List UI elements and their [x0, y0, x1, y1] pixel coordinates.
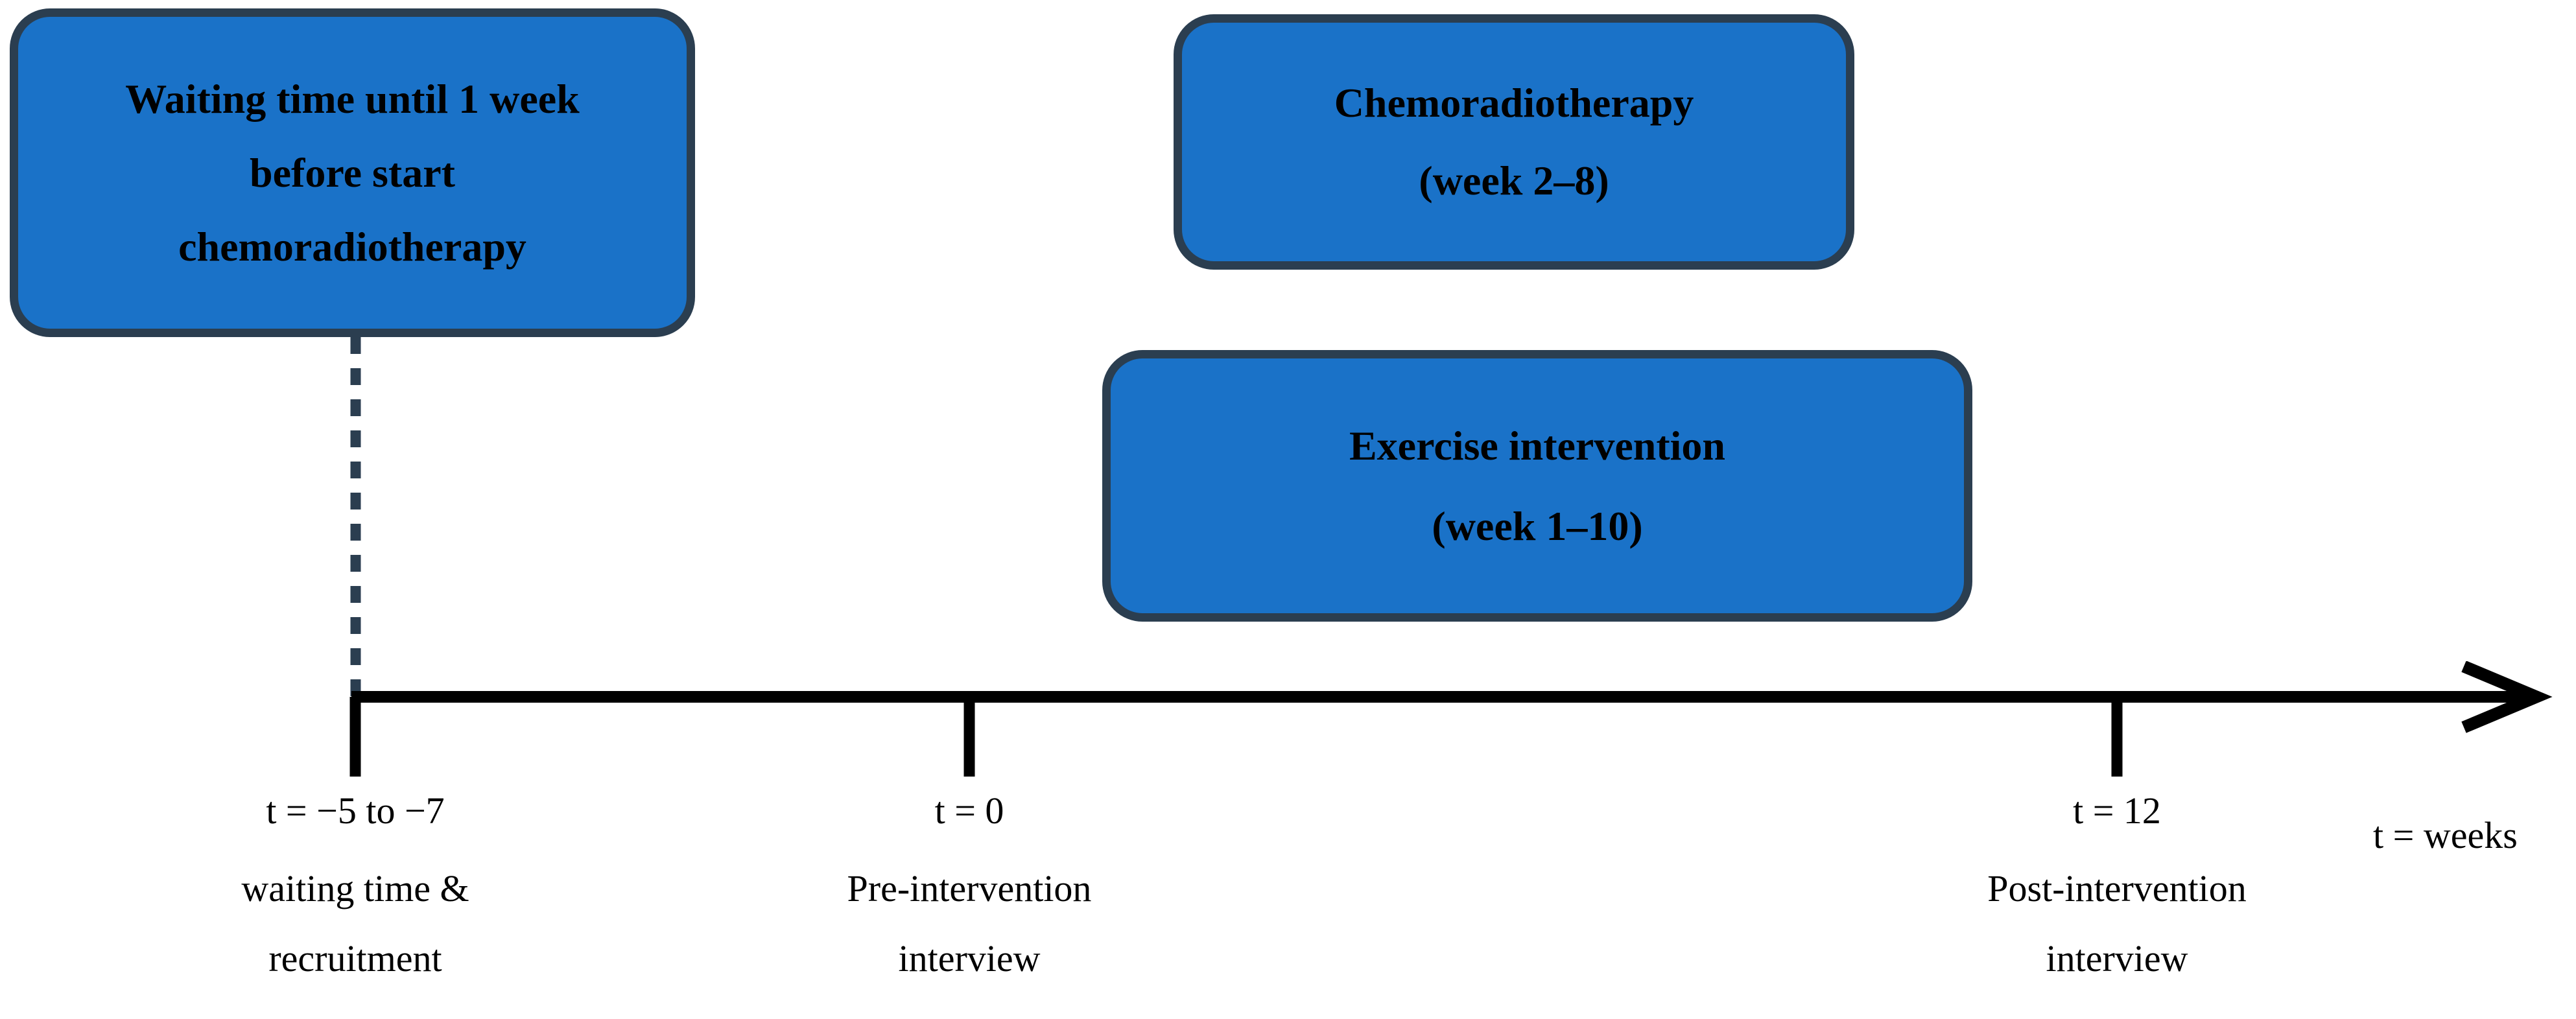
phase-box-waiting-time-line-3: chemoradiotherapy: [178, 223, 526, 270]
axis-arrowhead: [2461, 661, 2553, 733]
tick-label-recruitment: t = −5 to −7 waiting time & recruitment: [96, 792, 615, 978]
tick-label-post-intervention: t = 12 Post-intervention interview: [1858, 792, 2376, 978]
tick-label-recruitment-time: t = −5 to −7: [266, 790, 445, 832]
phase-box-exercise-intervention: Exercise intervention (week 1–10): [1102, 350, 1972, 622]
phase-box-waiting-time-line-1: Waiting time until 1 week: [125, 75, 580, 122]
tick-label-post-intervention-desc-2: interview: [2046, 937, 2188, 979]
tick-label-pre-intervention-desc-2: interview: [898, 937, 1041, 979]
phase-box-waiting-time: Waiting time until 1 week before start c…: [10, 8, 695, 337]
phase-box-exercise-intervention-title: Exercise intervention: [1349, 422, 1726, 469]
phase-box-chemoradiotherapy: Chemoradiotherapy (week 2–8): [1174, 14, 1854, 270]
tick-label-post-intervention-time: t = 12: [2073, 790, 2161, 832]
tick-label-pre-intervention-time: t = 0: [934, 790, 1004, 832]
tick-label-post-intervention-desc-1: Post-intervention: [1987, 867, 2247, 909]
phase-box-waiting-time-line-2: before start: [250, 149, 455, 196]
tick-label-recruitment-desc-1: waiting time &: [241, 867, 469, 909]
tick-label-pre-intervention-desc-1: Pre-intervention: [847, 867, 1092, 909]
tick-label-pre-intervention: t = 0 Pre-intervention interview: [710, 792, 1229, 978]
dashed-connector-line: [350, 337, 361, 699]
axis-unit-label: t = weeks: [2373, 814, 2518, 856]
tick-label-recruitment-desc-2: recruitment: [268, 937, 442, 979]
phase-box-exercise-intervention-weeks: (week 1–10): [1432, 502, 1643, 549]
phase-box-chemoradiotherapy-weeks: (week 2–8): [1419, 158, 1609, 204]
phase-box-chemoradiotherapy-title: Chemoradiotherapy: [1334, 80, 1694, 126]
timeline-axis: [349, 661, 2553, 777]
